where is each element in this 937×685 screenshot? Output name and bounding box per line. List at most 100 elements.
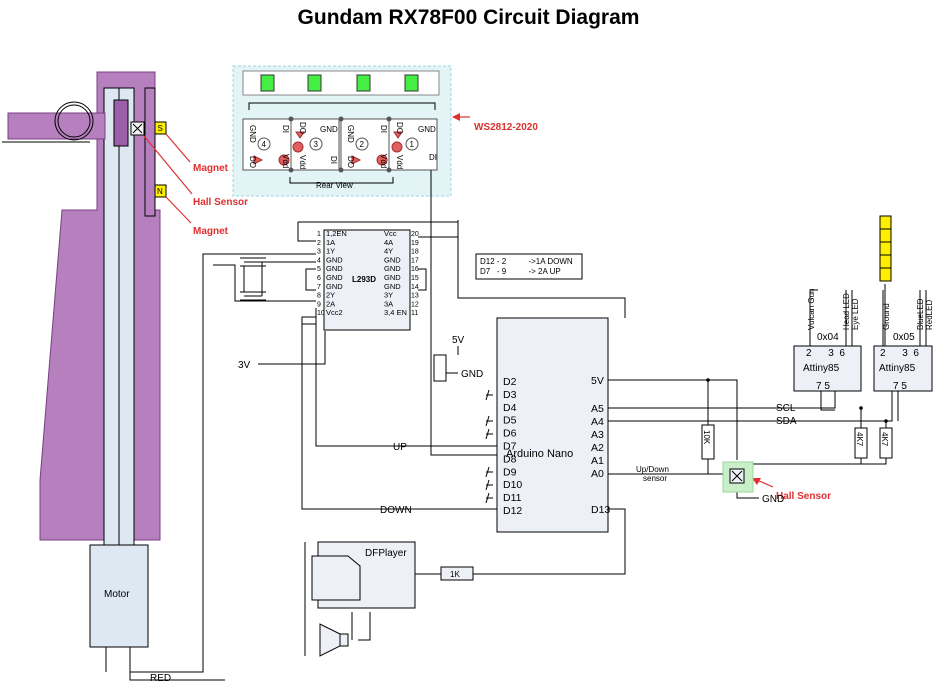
yellow-led-bar — [879, 215, 892, 282]
wires — [105, 170, 927, 681]
arduino-pin-d7: D7 — [503, 441, 517, 453]
arduino-pin-a0: A0 — [591, 468, 604, 480]
l293d-right-pin-number: 15 — [411, 275, 419, 282]
attiny-b-signal-red: RedLED — [925, 300, 934, 330]
arduino-pin-d9: D9 — [503, 466, 517, 478]
attiny-a-signal-vulcan: Vulcan Gun — [807, 288, 816, 330]
front-led-4 — [404, 74, 419, 92]
magnet-s-label: S — [158, 124, 163, 133]
arm-assembly: S N Motor — [2, 71, 167, 648]
net-5v: 5V — [452, 335, 465, 346]
svg-text:4: 4 — [262, 140, 267, 149]
l293d-right-pin: GND — [384, 264, 401, 273]
l293d-left-pin: 2A — [326, 299, 335, 308]
l293d-label: L293D — [352, 275, 376, 284]
l293d-left-pin-number: 6 — [317, 275, 321, 282]
l293d-right-pin-number: 18 — [411, 249, 419, 256]
attiny-a-signal-eye: Eye LED — [851, 298, 860, 330]
resistor-1k-label: 1K — [450, 570, 460, 579]
attiny-b-address: 0x05 — [893, 332, 915, 343]
arduino-pin-d6: D6 — [503, 428, 517, 440]
rear-led-4: 4 GND DI DO Vdd — [242, 118, 292, 171]
net-3v: 3V — [238, 360, 251, 371]
svg-text:DI: DI — [281, 125, 290, 133]
attiny-a-label: Attiny85 — [803, 363, 840, 374]
net-sda: SDA — [776, 416, 797, 427]
l293d-chip: L293D 1,2EN11A21Y3GND4GND5GND6GND72Y82A9… — [317, 229, 419, 331]
arduino-pin-a4: A4 — [591, 416, 604, 428]
attiny-a-signal-head: Head LED — [842, 293, 851, 330]
l293d-left-pin: 1A — [326, 238, 335, 247]
rear-view-label: Rear View — [316, 181, 353, 190]
arduino-pin-a3: A3 — [591, 429, 604, 441]
l293d-left-pin: 1Y — [326, 247, 335, 256]
net-red: RED — [150, 673, 171, 684]
svg-text:DI: DI — [429, 153, 437, 162]
attiny-b-bottom-pins: 7 5 — [893, 381, 907, 392]
l293d-left-pin-number: 10 — [317, 310, 325, 317]
resistor-4k7-a-label: 4K7 — [855, 432, 864, 447]
arduino-pin-a1: A1 — [591, 455, 604, 467]
net-gnd-bottom: GND — [762, 494, 784, 505]
l293d-left-pin-number: 7 — [317, 284, 321, 291]
hall-sensor-callout: Hall Sensor — [193, 197, 248, 208]
arm-side-bar — [144, 87, 156, 217]
arduino-pin-d8: D8 — [503, 453, 517, 465]
rear-led-3: 3 DO GND Vdd DI — [290, 118, 340, 171]
l293d-left-pin: 1,2EN — [326, 229, 347, 238]
l293d-left-pin: GND — [326, 282, 343, 291]
arduino-pin-5v: 5V — [591, 375, 604, 387]
arduino-pin-d5: D5 — [503, 415, 517, 427]
l293d-right-pin: GND — [384, 255, 401, 264]
l293d-left-pin: GND — [326, 255, 343, 264]
hall-sensor-right-callout: Hall Sensor — [776, 491, 831, 502]
l293d-right-pin-number: 13 — [411, 293, 419, 300]
svg-text:Vdd: Vdd — [379, 154, 388, 168]
l293d-right-pin-number: 20 — [411, 231, 419, 238]
l293d-right-pin: 3,4 EN — [384, 308, 407, 317]
net-gnd-top: GND — [461, 369, 483, 380]
svg-text:GND: GND — [320, 125, 338, 134]
front-led-2 — [307, 74, 322, 92]
svg-text:GND: GND — [248, 125, 257, 143]
mapping-note-line2: D7 - 9 -> 2A UP — [480, 267, 561, 276]
l293d-left-pin-number: 9 — [317, 301, 321, 308]
front-led-1 — [260, 74, 275, 92]
magnet-bottom-callout: Magnet — [193, 226, 229, 237]
l293d-left-pin: GND — [326, 273, 343, 282]
l293d-left-pin-number: 5 — [317, 266, 321, 273]
svg-text:DO: DO — [298, 122, 307, 134]
shoulder-gear — [54, 101, 94, 141]
resistor-10k-label: 10K — [702, 430, 711, 445]
arduino-pin-a2: A2 — [591, 442, 604, 454]
dfplayer: DFPlayer — [311, 541, 416, 657]
resistor-4k7-b-label: 4K7 — [880, 432, 889, 447]
attiny-a-top-pins: 2 3 6 — [806, 348, 845, 359]
shoulder-arm — [7, 112, 106, 140]
arduino-pin-a5: A5 — [591, 403, 604, 415]
magnet-n-label: N — [157, 187, 163, 196]
l293d-right-pin: 4A — [384, 238, 393, 247]
l293d-left-pin-number: 3 — [317, 249, 321, 256]
magnet-n-pole — [154, 184, 167, 198]
ws2812-callout: WS2812-2020 — [474, 122, 538, 133]
hall-sensor-board — [722, 461, 754, 493]
net-sensor-line2: sensor — [643, 474, 667, 483]
arduino-pin-d12: D12 — [503, 505, 522, 517]
svg-text:DO: DO — [248, 156, 257, 168]
magnet-top-callout: Magnet — [193, 163, 229, 174]
front-led-3 — [356, 74, 371, 92]
net-down: DOWN — [380, 505, 412, 516]
diagram-title: Gundam RX78F00 Circuit Diagram — [297, 6, 640, 29]
arduino-label: Arduino Nano — [506, 448, 573, 460]
svg-text:3: 3 — [314, 140, 319, 149]
speaker-icon — [339, 633, 349, 647]
arduino-pin-d11: D11 — [503, 492, 522, 504]
arduino-pin-d4: D4 — [503, 402, 517, 414]
svg-text:DO: DO — [346, 156, 355, 168]
svg-text:Vdd: Vdd — [298, 155, 307, 169]
arduino-pin-d13: D13 — [591, 504, 610, 516]
rear-led-1: 1 DO GND Vdd DI — [388, 118, 438, 171]
